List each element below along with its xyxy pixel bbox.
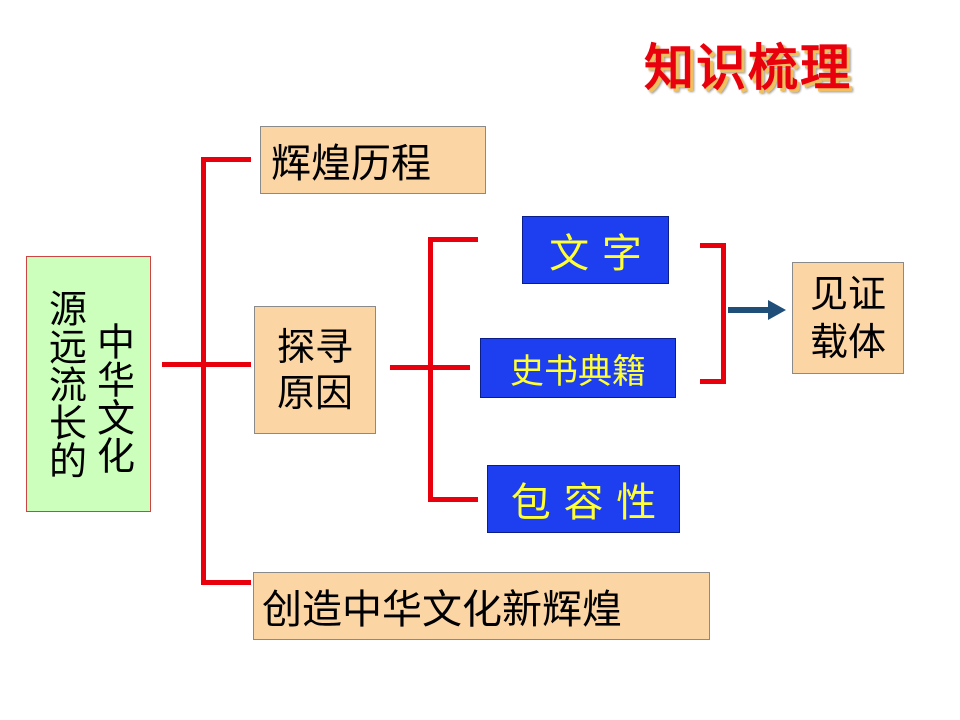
root-node: 源远流长的 中华文化 [26,256,151,512]
branch-explore-reasons: 探寻 原因 [254,306,376,434]
connector-to-create [201,580,251,585]
connector-to-glory [201,157,251,162]
connector-root [162,362,204,367]
bracket-vertical [721,243,726,384]
branch-create-new-glory: 创造中华文化新辉煌 [253,572,710,640]
witness-line1: 见证 [809,272,886,316]
branch-glory-history-label: 辉煌历程 [271,141,431,187]
reason-books: 史书典籍 [480,338,676,398]
connector-explore-out [390,365,432,370]
reason-inclusiveness-label: 包 容 性 [510,480,657,526]
branch-explore-line1: 探寻 [276,325,353,369]
connector-to-books [428,365,470,370]
connector-to-explore [201,362,251,367]
root-text-col2: 中华文化 [90,322,135,474]
bracket-bottom [700,379,725,384]
witness-carrier: 见证 载体 [792,262,904,374]
reason-writing: 文 字 [522,216,669,284]
witness-line2: 载体 [809,320,886,364]
reason-books-label: 史书典籍 [510,351,646,392]
arrow-right-icon [728,300,786,320]
page-title: 知识梳理 [644,38,852,97]
connector-to-inclusiveness [428,497,478,502]
root-text-col1: 源远流长的 [42,289,87,479]
connector-main-vertical [201,157,206,585]
branch-glory-history: 辉煌历程 [260,126,486,194]
connector-to-writing [428,237,478,242]
branch-explore-line2: 原因 [276,371,353,415]
reason-inclusiveness: 包 容 性 [487,465,680,533]
reason-writing-label: 文 字 [549,231,642,277]
branch-create-label: 创造中华文化新辉煌 [262,587,622,633]
bracket-top [700,243,725,248]
